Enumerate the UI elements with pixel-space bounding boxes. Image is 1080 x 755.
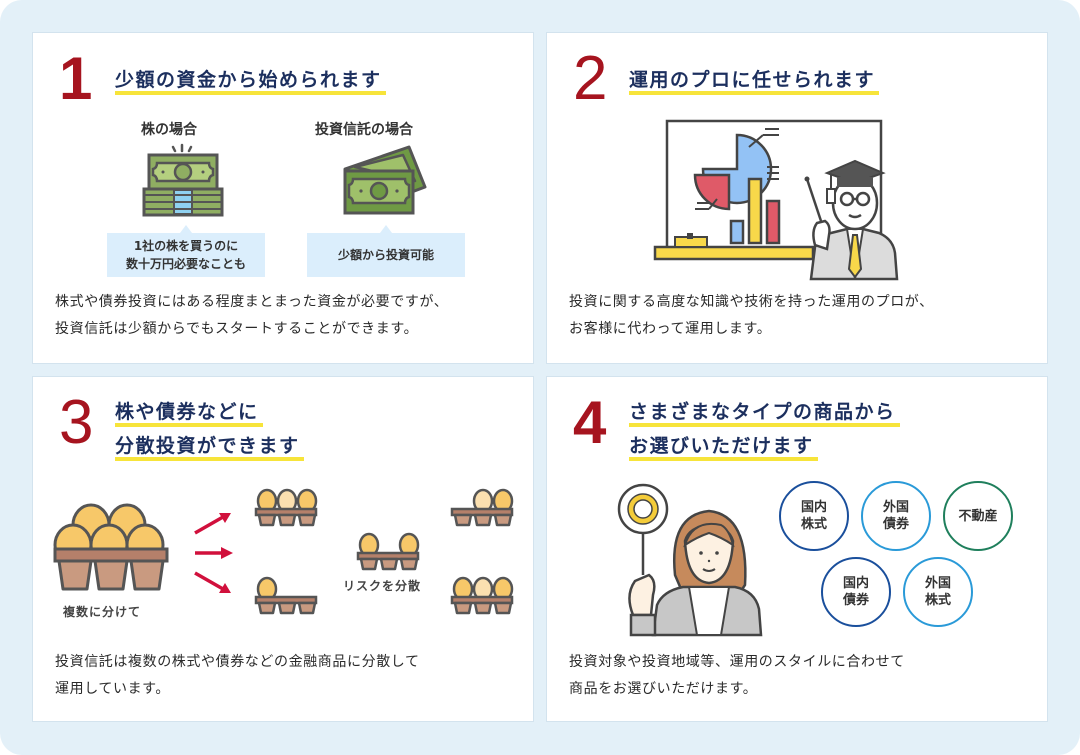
feature-title-line: 分散投資ができます bbox=[115, 429, 304, 463]
risk-spread-label: リスクを分散 bbox=[343, 579, 422, 593]
feature-card-small-investment: 1 少額の資金から始められます 株の場合 投資信託の場合 bbox=[32, 32, 534, 364]
woman-holding-circle-sign-icon bbox=[617, 483, 763, 637]
feature-title: 株や債券などに 分散投資ができます bbox=[115, 395, 304, 463]
description-line: お客様に代わって運用します。 bbox=[569, 321, 772, 337]
feature-card-professional-management: 2 運用のプロに任せられます bbox=[546, 32, 1048, 364]
feature-card-diversification: 3 株や債券などに 分散投資ができます bbox=[32, 376, 534, 722]
professor-whiteboard-chart-icon bbox=[653, 119, 899, 281]
feature-title-line: 少額の資金から始められます bbox=[115, 63, 386, 97]
feature-description: 株式や債券投資にはある程度まとまった資金が必要ですが、 投資信託は少額からでもス… bbox=[55, 289, 448, 343]
feature-title-line: さまざまなタイプの商品から bbox=[629, 395, 900, 429]
feature-number: 1 bbox=[59, 45, 93, 112]
split-label: 複数に分けて bbox=[63, 605, 142, 619]
description-line: 投資信託は少額からでもスタートすることができます。 bbox=[55, 321, 419, 337]
category-foreign-bonds: 外国 債券 bbox=[861, 481, 931, 551]
feature-title-line: お選びいただけます bbox=[629, 429, 818, 463]
feature-title-line: 株や債券などに bbox=[115, 395, 263, 429]
description-line: 投資に関する高度な知識や技術を持った運用のプロが、 bbox=[569, 294, 934, 310]
fund-case-label: 投資信託の場合 bbox=[315, 122, 413, 138]
feature-title-line: 運用のプロに任せられます bbox=[629, 63, 880, 97]
description-line: 商品をお選びいただけます。 bbox=[569, 681, 758, 697]
banknotes-icon bbox=[343, 145, 427, 215]
description-line: 株式や債券投資にはある程度まとまった資金が必要ですが、 bbox=[55, 294, 449, 310]
category-foreign-stocks: 外国 株式 bbox=[903, 557, 973, 627]
stock-cost-note: 1社の株を買うのに 数十万円必要なことも bbox=[107, 225, 265, 277]
feature-description: 投資対象や投資地域等、運用のスタイルに合わせて 商品をお選びいただけます。 bbox=[569, 649, 905, 703]
feature-description: 投資信託は複数の株式や債券などの金融商品に分散して 運用しています。 bbox=[55, 649, 420, 703]
feature-number: 4 bbox=[573, 389, 607, 456]
category-real-estate: 不動産 bbox=[943, 481, 1013, 551]
feature-number: 2 bbox=[573, 44, 608, 113]
category-domestic-stocks: 国内 株式 bbox=[779, 481, 849, 551]
feature-description: 投資に関する高度な知識や技術を持った運用のプロが、 お客様に代わって運用します。 bbox=[569, 289, 934, 343]
category-domestic-bonds: 国内 債券 bbox=[821, 557, 891, 627]
feature-card-product-variety: 4 さまざまなタイプの商品から お選びいただけます bbox=[546, 376, 1048, 722]
description-line: 運用しています。 bbox=[55, 681, 170, 697]
feature-number: 3 bbox=[59, 388, 94, 457]
feature-title: 少額の資金から始められます bbox=[115, 63, 386, 97]
egg-cartons-diversification-icon bbox=[53, 488, 514, 615]
money-stack-icon bbox=[142, 143, 224, 217]
stock-case-label: 株の場合 bbox=[141, 122, 197, 138]
feature-title: 運用のプロに任せられます bbox=[629, 63, 880, 97]
feature-title: さまざまなタイプの商品から お選びいただけます bbox=[629, 395, 900, 463]
description-line: 投資対象や投資地域等、運用のスタイルに合わせて bbox=[569, 654, 905, 670]
description-line: 投資信託は複数の株式や債券などの金融商品に分散して bbox=[55, 654, 420, 670]
fund-cost-note: 少額から投資可能 bbox=[307, 225, 465, 277]
